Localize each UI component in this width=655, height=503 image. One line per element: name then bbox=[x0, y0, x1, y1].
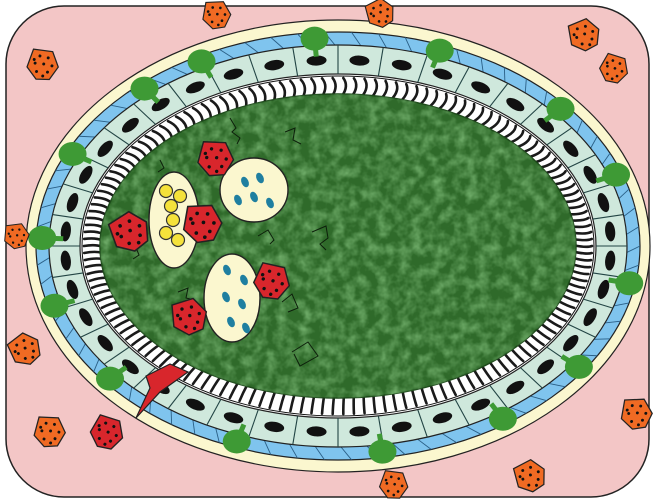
green-bulb bbox=[615, 271, 643, 295]
yellow-circle bbox=[160, 185, 173, 198]
green-bulb bbox=[188, 49, 216, 73]
green-bulb bbox=[96, 367, 124, 391]
yellow-circle bbox=[172, 234, 185, 247]
green-bulb bbox=[489, 407, 517, 431]
green-bulb bbox=[223, 429, 251, 453]
yellow-circle bbox=[167, 214, 180, 227]
green-bulb bbox=[131, 77, 159, 101]
green-bulb bbox=[602, 163, 630, 187]
yellow-circle bbox=[165, 200, 178, 213]
yellow-circle bbox=[160, 227, 173, 240]
vacuole-blue-bottom bbox=[204, 254, 260, 342]
green-bulb bbox=[368, 440, 396, 464]
green-bulb bbox=[301, 27, 329, 51]
green-bulb bbox=[426, 39, 454, 63]
green-bulb bbox=[547, 97, 575, 121]
green-bulb bbox=[59, 142, 87, 166]
green-bulb bbox=[28, 226, 56, 250]
green-bulb bbox=[565, 355, 593, 379]
vacuole-blue-top bbox=[220, 158, 288, 222]
green-bulb bbox=[40, 294, 68, 318]
